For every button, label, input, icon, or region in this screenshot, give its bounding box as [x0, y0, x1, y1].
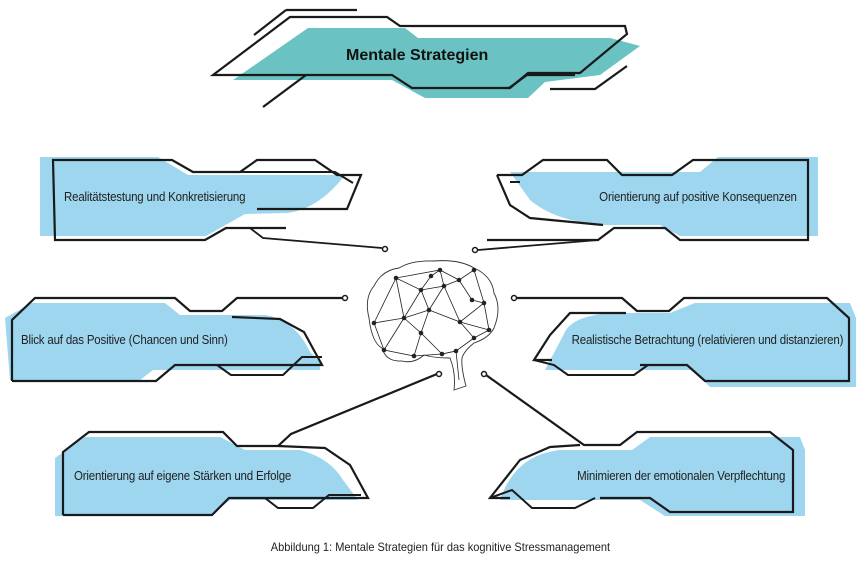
box-outline — [61, 372, 438, 515]
connector-line — [249, 227, 383, 249]
strategy-box-bottom-left — [55, 370, 443, 517]
title-deco-line-3 — [262, 74, 307, 108]
box-outline-inner — [240, 171, 354, 184]
brain-outline — [366, 260, 499, 391]
box-outline-bottom — [63, 444, 370, 517]
box-outline — [516, 296, 851, 383]
box-outline-notch — [533, 359, 649, 376]
box-outline-notch — [489, 488, 596, 509]
title-deco-line-1 — [253, 9, 287, 36]
box-fill — [40, 157, 345, 236]
strategy-box-bottom-right — [480, 370, 805, 516]
strategy-label-top-left: Realitätstestung und Konkretisierung — [64, 190, 246, 204]
box-fill — [500, 437, 805, 516]
box-outline-curve — [487, 443, 581, 500]
figure-caption: Abbildung 1: Mentale Strategien für das … — [270, 540, 611, 554]
strategy-label-bottom-right: Minimieren der emotionalen Verpflechtung — [576, 469, 785, 483]
strategy-label-bottom-left: Orientierung auf eigene Stärken und Erfo… — [74, 469, 292, 483]
strategy-label-top-right: Orientierung auf positive Konsequenzen — [599, 190, 797, 204]
strategy-label-mid-left: Blick auf das Positive (Chancen und Sinn… — [21, 333, 228, 347]
connector-dot — [471, 246, 479, 254]
title-banner-outline-bottom — [292, 73, 575, 90]
connector-line — [477, 239, 599, 251]
connector-dot — [480, 370, 488, 378]
brain-network-nodes — [371, 267, 492, 359]
box-outline — [51, 158, 363, 242]
box-outline-notch — [216, 356, 322, 376]
box-outline — [487, 158, 810, 242]
strategy-box-top-left — [40, 157, 389, 253]
box-fill — [545, 303, 856, 387]
strategy-box-top-right — [471, 157, 818, 254]
strategy-label-mid-right: Realistische Betrachtung (relativieren u… — [571, 333, 843, 347]
box-outline-curve — [495, 174, 604, 227]
title-deco-line-4 — [550, 65, 628, 91]
box-outline-bottom — [12, 315, 324, 383]
connector-dot — [435, 370, 443, 378]
connector-dot — [381, 245, 389, 253]
box-outline — [485, 374, 795, 514]
box-fill — [5, 303, 320, 380]
brain-network-icon — [366, 260, 499, 391]
box-fill — [510, 157, 818, 236]
connector-dot — [510, 294, 518, 302]
diagram-title: Mentale Strategien — [346, 47, 489, 64]
strategy-box-mid-left — [5, 294, 349, 383]
box-outline-curve — [531, 311, 626, 362]
title-banner-fill — [233, 28, 640, 98]
connector-dot — [341, 294, 349, 302]
strategy-box-mid-right — [510, 294, 856, 387]
box-outline-notch — [264, 494, 361, 509]
box-fill — [55, 437, 358, 516]
brain-network-lines — [373, 269, 491, 381]
box-outline — [10, 296, 343, 381]
title-banner — [209, 8, 640, 108]
